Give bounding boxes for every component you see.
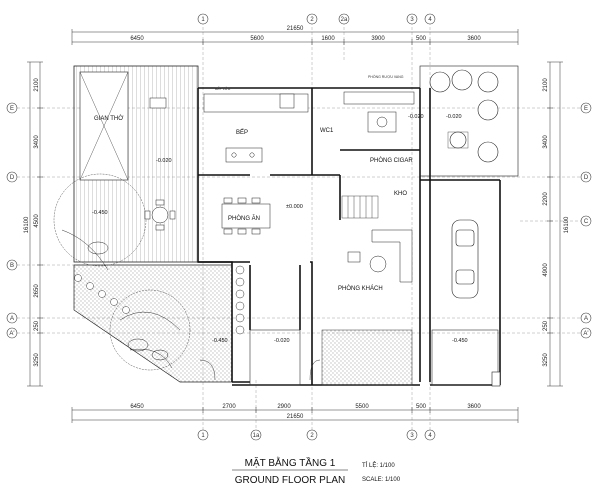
kitchen-furniture xyxy=(203,93,309,163)
dim-right-2: 3400 xyxy=(543,135,549,149)
grid-label-top-2: 2 xyxy=(310,17,314,23)
dim-right-5: 250 xyxy=(543,320,549,331)
dim-top-1: 6450 xyxy=(130,36,144,42)
grid-label-right-4: A xyxy=(584,316,588,322)
level-markers: -0.020 -0.450 ±0.000 -0.020 -0.450 -0.02… xyxy=(92,114,468,344)
grid-label-right-2: D xyxy=(584,175,589,181)
grid-label-right-5: A' xyxy=(583,331,588,337)
stairs xyxy=(341,195,379,219)
dim-right-4: 4900 xyxy=(543,263,549,277)
dimensions-right xyxy=(547,61,563,387)
level-l4: -0.020 xyxy=(446,114,462,120)
grid-label-left-5: A' xyxy=(9,331,14,337)
dim-bottom-2: 2700 xyxy=(222,404,236,410)
grid-label-left-2: D xyxy=(10,175,15,181)
grid-label-right-3: C xyxy=(584,219,589,225)
wood-deck xyxy=(73,65,199,263)
label-phong-khach: PHÒNG KHÁCH xyxy=(338,285,383,292)
title-vn: MẶT BẰNG TẦNG 1 xyxy=(245,456,336,469)
label-kho: KHO xyxy=(394,191,407,197)
dim-left-4: 2650 xyxy=(34,284,40,298)
dim-right-total: 16100 xyxy=(564,216,570,233)
grid-bubbles-bottom: 1 1a 2 3 4 xyxy=(197,429,436,441)
label-gian-tho: GIAN THỜ xyxy=(94,115,123,122)
level-l6: -0.020 xyxy=(274,338,290,344)
dim-bottom-3: 2900 xyxy=(277,404,291,410)
dim-bottom-6: 3600 xyxy=(467,404,481,410)
terrace-trees xyxy=(419,65,519,177)
level-l7: -0.450 xyxy=(452,338,468,344)
porch-area xyxy=(199,329,501,387)
grid-label-left-1: E xyxy=(10,106,14,112)
label-bep-lua: BẾP LỬA xyxy=(215,86,231,91)
walls xyxy=(197,87,501,386)
grid-label-top-3: 2a xyxy=(341,17,348,23)
grid-label-bottom-1: 1 xyxy=(201,433,205,439)
grid-label-top-1: 1 xyxy=(201,17,205,23)
label-wc1: WC1 xyxy=(320,128,334,134)
grid-label-bottom-4: 3 xyxy=(410,433,414,439)
title-block: MẶT BẰNG TẦNG 1 GROUND FLOOR PLAN TỈ LỆ:… xyxy=(232,456,401,486)
garage-car xyxy=(451,219,479,299)
grid-label-left-3: B xyxy=(10,263,14,269)
label-phong-cigar: PHÒNG CIGAR xyxy=(370,157,413,164)
dim-top-total: 21650 xyxy=(287,26,304,32)
grid-label-bottom-5: 4 xyxy=(428,433,432,439)
dim-left-2: 3400 xyxy=(34,135,40,149)
dim-left-6: 3250 xyxy=(34,353,40,367)
dim-top-3: 1600 xyxy=(321,36,335,42)
dim-left-3: 4500 xyxy=(34,214,40,228)
grid-label-bottom-2: 1a xyxy=(253,433,260,439)
level-l3: ±0.000 xyxy=(286,204,303,210)
dim-left-5: 250 xyxy=(34,320,40,331)
scale-en: SCALE: 1/100 xyxy=(362,477,401,483)
dim-right-3: 2200 xyxy=(543,192,549,206)
title-en: GROUND FLOOR PLAN xyxy=(235,475,346,486)
label-phong-ruou: PHÒNG RƯỢU VANG xyxy=(368,74,404,79)
dim-left-total: 16100 xyxy=(24,216,30,233)
garden-area xyxy=(53,173,233,383)
grid-label-right-1: E xyxy=(584,106,588,112)
dimensions-bottom xyxy=(71,407,519,423)
dim-top-6: 3600 xyxy=(467,36,481,42)
grid-bubbles-left: E D B A A' xyxy=(6,102,18,339)
dim-right-1: 2100 xyxy=(543,78,549,92)
dim-bottom-1: 6450 xyxy=(130,404,144,410)
dim-bottom-4: 5500 xyxy=(355,404,369,410)
deck-round-table xyxy=(144,199,176,231)
dim-top-4: 3900 xyxy=(371,36,385,42)
level-l8: -0.020 xyxy=(408,114,424,120)
grid-label-top-4: 3 xyxy=(410,17,414,23)
shrubs xyxy=(74,265,245,335)
dimensions-top xyxy=(71,29,519,45)
level-l1: -0.020 xyxy=(156,158,172,164)
dim-right-6: 3250 xyxy=(543,353,549,367)
dim-left-1: 2100 xyxy=(34,78,40,92)
grid-label-left-4: A xyxy=(10,316,14,322)
grid-bubbles-top: 1 2 2a 3 4 xyxy=(197,13,436,25)
scale-vn: TỈ LỆ: 1/100 xyxy=(362,461,395,469)
grid-bubbles-right: E D C A A' xyxy=(580,102,592,339)
grid-label-top-5: 4 xyxy=(428,17,432,23)
label-phong-an: PHÒNG ĂN xyxy=(228,215,260,222)
label-bep: BẾP xyxy=(236,129,248,136)
dim-top-5: 500 xyxy=(416,36,427,42)
grid-label-bottom-3: 2 xyxy=(310,433,314,439)
dim-bottom-total: 21650 xyxy=(287,414,304,420)
dining-table xyxy=(221,197,271,235)
cigar-furniture xyxy=(343,91,415,133)
level-l2: -0.450 xyxy=(92,210,108,216)
dim-bottom-5: 500 xyxy=(416,404,427,410)
living-sofa xyxy=(347,229,413,283)
dim-top-2: 5600 xyxy=(250,36,264,42)
level-l5: -0.450 xyxy=(212,338,228,344)
dimensions-left xyxy=(27,61,43,387)
